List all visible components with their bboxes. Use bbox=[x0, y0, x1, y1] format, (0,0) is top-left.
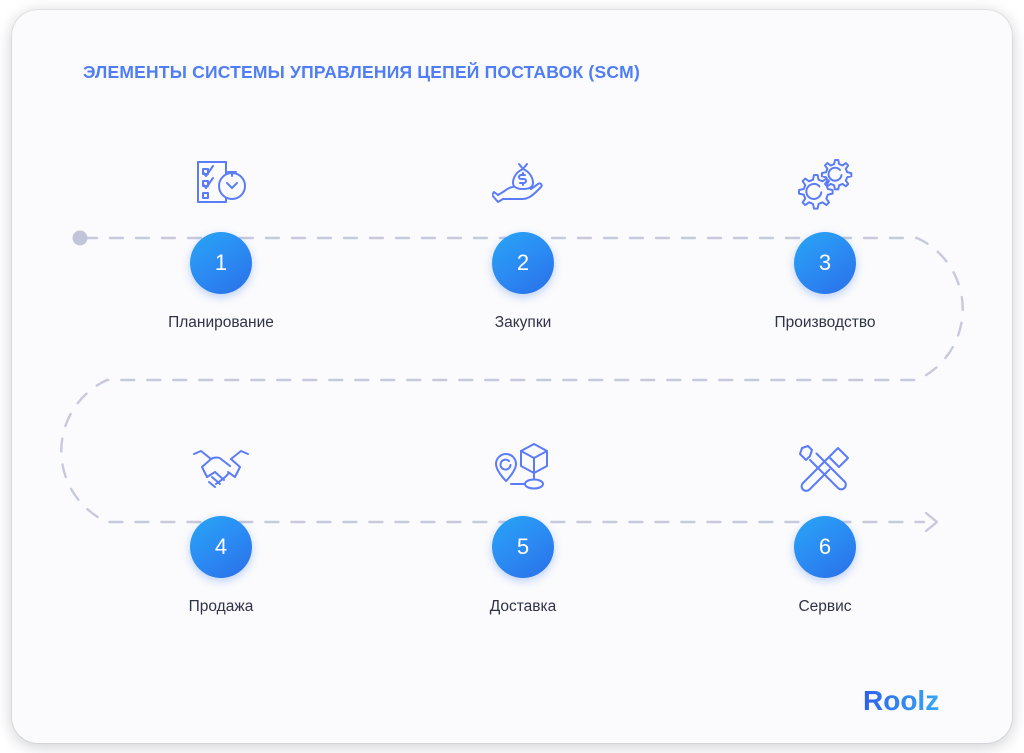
gears-icon bbox=[725, 140, 925, 214]
roolz-logo[interactable]: Roolz bbox=[863, 685, 963, 717]
screwdriver-hammer-icon bbox=[725, 424, 925, 498]
step-node-6[interactable]: 6 Сервис bbox=[725, 424, 925, 616]
step-label: Планирование bbox=[168, 314, 274, 331]
handshake-icon bbox=[121, 424, 321, 498]
page-title: ЭЛЕМЕНТЫ СИСТЕМЫ УПРАВЛЕНИЯ ЦЕПЕЙ ПОСТАВ… bbox=[83, 62, 640, 82]
checklist-clock-icon bbox=[121, 140, 321, 214]
step-number: 4 bbox=[214, 534, 228, 559]
step-number: 2 bbox=[516, 250, 530, 275]
roolz-logo-text: Roolz bbox=[863, 685, 939, 716]
step-node-4[interactable]: 4 Продажа bbox=[121, 424, 321, 616]
step-node-2[interactable]: 2 Закупки bbox=[423, 140, 623, 332]
step-number-badge: 3 bbox=[794, 232, 856, 294]
flow-connector bbox=[60, 230, 964, 533]
hand-money-bag-icon bbox=[423, 140, 623, 214]
step-number-badge: 5 bbox=[492, 516, 554, 578]
location-pin-box-icon bbox=[423, 424, 623, 498]
step-number-badge: 4 bbox=[190, 516, 252, 578]
step-number: 6 bbox=[818, 534, 832, 559]
arrow-head-icon bbox=[924, 511, 939, 533]
infographic-card: ЭЛЕМЕНТЫ СИСТЕМЫ УПРАВЛЕНИЯ ЦЕПЕЙ ПОСТАВ… bbox=[12, 10, 1012, 743]
step-node-5[interactable]: 5 Доставка bbox=[423, 424, 623, 616]
roolz-logo-icon: Roolz bbox=[863, 685, 939, 716]
step-number: 1 bbox=[214, 250, 228, 275]
start-dot-icon bbox=[72, 230, 88, 246]
step-number-badge: 1 bbox=[190, 232, 252, 294]
step-label: Сервис bbox=[798, 598, 852, 615]
step-number: 3 bbox=[818, 250, 832, 275]
step-label: Закупки bbox=[494, 314, 552, 331]
step-node-1[interactable]: 1 Планирование bbox=[121, 140, 321, 332]
step-number-badge: 2 bbox=[492, 232, 554, 294]
step-label: Продажа bbox=[188, 598, 254, 615]
step-node-3[interactable]: 3 Производство bbox=[725, 140, 925, 332]
step-number: 5 bbox=[516, 534, 530, 559]
step-label: Доставка bbox=[489, 598, 557, 615]
step-number-badge: 6 bbox=[794, 516, 856, 578]
step-label: Производство bbox=[774, 314, 876, 331]
